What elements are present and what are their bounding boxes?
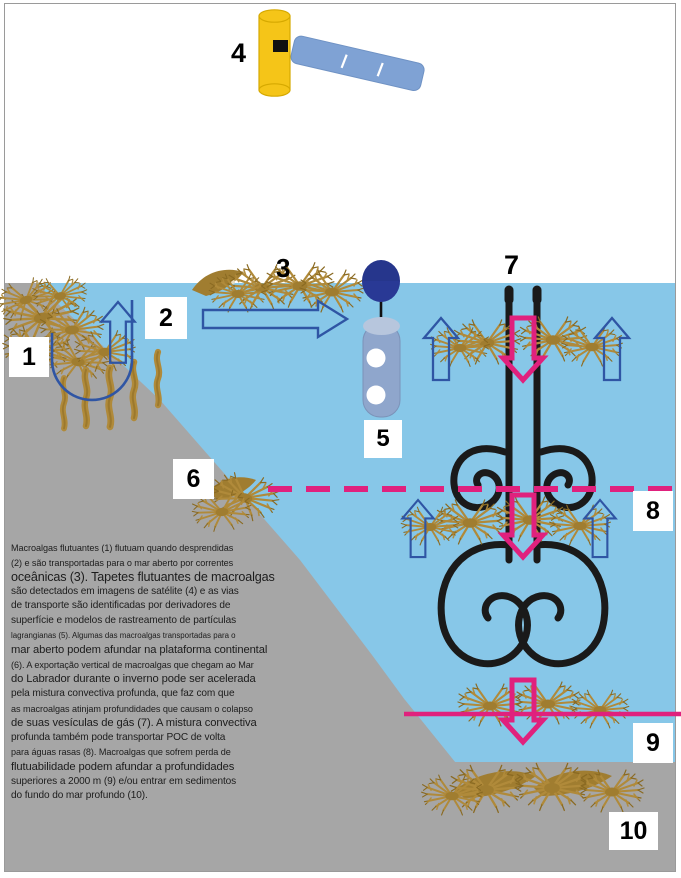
label-9-text: 9 (646, 728, 660, 757)
caption-line: Macroalgas flutuantes (1) flutuam quando… (11, 543, 234, 553)
label-10: 10 (609, 812, 658, 850)
caption-line: profunda também pode transportar POC de … (11, 731, 226, 743)
label-2-text: 2 (159, 303, 173, 332)
satellite (258, 9, 425, 97)
label-8-text: 8 (646, 496, 660, 525)
label-5-text: 5 (376, 425, 390, 452)
deep-sea-sediment-macroalgae (420, 762, 646, 816)
label-4-text: 4 (231, 38, 247, 68)
caption-line: superfície e modelos de rastreamento de … (11, 614, 237, 626)
caption-line: são detectados em imagens de satélite (4… (11, 585, 239, 597)
figure-caption: Macroalgas flutuantes (1) flutuam quando… (11, 541, 311, 804)
caption-line: as macroalgas atinjam profundidades que … (11, 703, 253, 714)
label-3-text: 3 (276, 253, 291, 283)
label-1-text: 1 (22, 342, 36, 371)
floating-macroalgae-mat (192, 261, 366, 314)
caption-line: do Labrador durante o inverno pode ser a… (11, 673, 256, 686)
caption-line: do fundo do mar profundo (10). (11, 790, 148, 802)
caption-line: para águas rasas (8). Macroalgas que sof… (11, 747, 231, 758)
caption-line: (6). A exportação vertical de macroalgas… (11, 659, 254, 670)
caption-line: (2) e são transportadas para o mar abert… (11, 557, 234, 568)
caption-line: oceânicas (3). Tapetes flutuantes de mac… (11, 570, 275, 585)
caption-line: de transporte são identificadas por deri… (11, 600, 231, 612)
detachment-arrow (50, 300, 136, 402)
label-6-text: 6 (186, 464, 201, 493)
label-10-text: 10 (619, 816, 648, 845)
caption-line: de suas vesículas de gás (7). A mistura … (11, 717, 257, 730)
label-3: 3 (276, 255, 290, 281)
caption-line: flutuabilidade podem afundar a profundid… (11, 760, 235, 773)
label-6: 6 (173, 459, 214, 499)
continental-shelf-slope (5, 283, 455, 871)
surface-drifter (362, 260, 401, 418)
label-5: 5 (364, 420, 402, 458)
caption-line: superiores a 2000 m (9) e/ou entrar em s… (11, 775, 237, 787)
shelf-sinking-macroalgae (189, 468, 284, 535)
ocean-current-arrow (201, 298, 350, 340)
caption-line: pela mistura convectiva profunda, que fa… (11, 687, 235, 699)
label-8: 8 (633, 491, 673, 531)
label-7: 7 (504, 252, 519, 279)
label-9: 9 (633, 723, 673, 763)
deep-convective-mixing (437, 285, 609, 668)
caption-body: Macroalgas flutuantes (1) flutuam quando… (11, 541, 311, 804)
caption-line: mar aberto podem afundar na plataforma c… (11, 644, 268, 657)
label-7-text: 7 (504, 250, 520, 280)
caption-line: lagrangianas (5). Algumas das macroalgas… (11, 630, 236, 640)
label-4: 4 (231, 40, 246, 67)
label-2: 2 (145, 297, 187, 339)
label-1: 1 (9, 337, 49, 377)
